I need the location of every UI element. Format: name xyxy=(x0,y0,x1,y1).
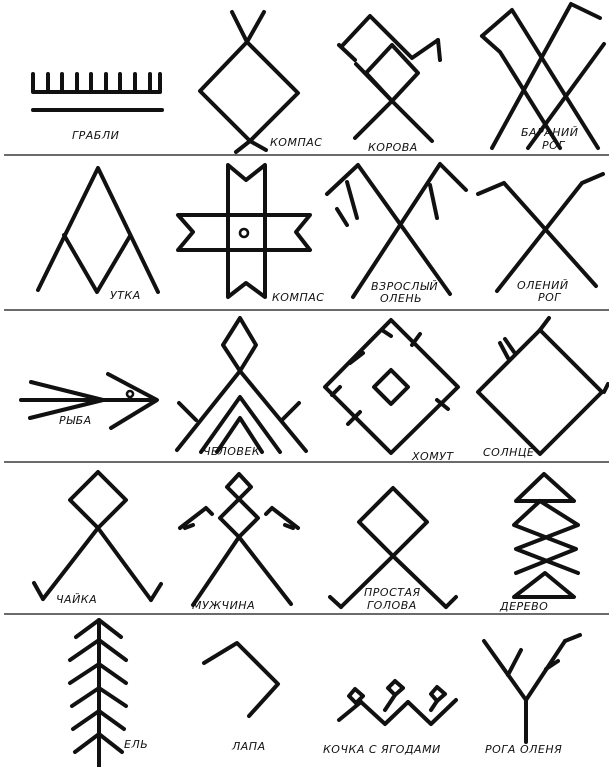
caption-prostaya-golova-2: ГОЛОВА xyxy=(367,599,417,612)
adult-reindeer-symbol xyxy=(327,164,466,297)
compass-cross-symbol xyxy=(178,165,310,297)
compass-symbol xyxy=(200,12,298,152)
tussock-berries-symbol xyxy=(339,681,456,724)
caption-solntse: СОЛНЦЕ xyxy=(483,446,534,459)
spruce-symbol xyxy=(70,620,126,767)
caption-kompas-2: КОМПАС xyxy=(272,291,324,304)
caption-kompas-1: КОМПАС xyxy=(270,136,322,149)
caption-utka: УТКА xyxy=(110,289,141,302)
caption-barany-rog-2: РОГ xyxy=(542,139,565,152)
caption-prostaya-golova-1: ПРОСТАЯ xyxy=(364,586,421,599)
caption-roga-olenya: РОГА ОЛЕНЯ xyxy=(485,743,562,756)
horse-collar-symbol xyxy=(325,320,458,453)
rake-symbol xyxy=(33,74,162,110)
caption-el: ЕЛЬ xyxy=(124,738,148,751)
deer-antlers-symbol xyxy=(484,635,580,742)
caption-derevo: ДЕРЕВО xyxy=(499,600,548,613)
caption-khomut: ХОМУТ xyxy=(411,450,454,463)
caption-oleny-rog-2: РОГ xyxy=(538,291,561,304)
caption-lapa: ЛАПА xyxy=(231,740,266,753)
duck-symbol xyxy=(38,168,158,292)
caption-ryba: РЫБА xyxy=(59,414,92,427)
sun-symbol xyxy=(478,318,608,454)
tree-symbol xyxy=(514,474,578,597)
human-symbol xyxy=(177,318,306,452)
man-symbol xyxy=(180,474,298,605)
caption-grabli: ГРАБЛИ xyxy=(72,129,119,142)
deer-horn-symbol xyxy=(478,174,603,291)
caption-chelovek: ЧЕЛОВЕК xyxy=(203,445,261,458)
caption-kochka: КОЧКА С ЯГОДАМИ xyxy=(323,743,441,756)
seagull-symbol xyxy=(34,472,161,600)
caption-muzhchina: МУЖЧИНА xyxy=(192,599,255,612)
caption-barany-rog-1: БАРАНИЙ xyxy=(521,126,578,139)
cow-symbol xyxy=(339,16,440,141)
caption-vzrosly-olen-2: ОЛЕНЬ xyxy=(380,292,422,305)
paw-symbol xyxy=(204,643,278,716)
caption-chaika: ЧАЙКА xyxy=(56,593,97,606)
caption-korova: КОРОВА xyxy=(368,141,418,154)
